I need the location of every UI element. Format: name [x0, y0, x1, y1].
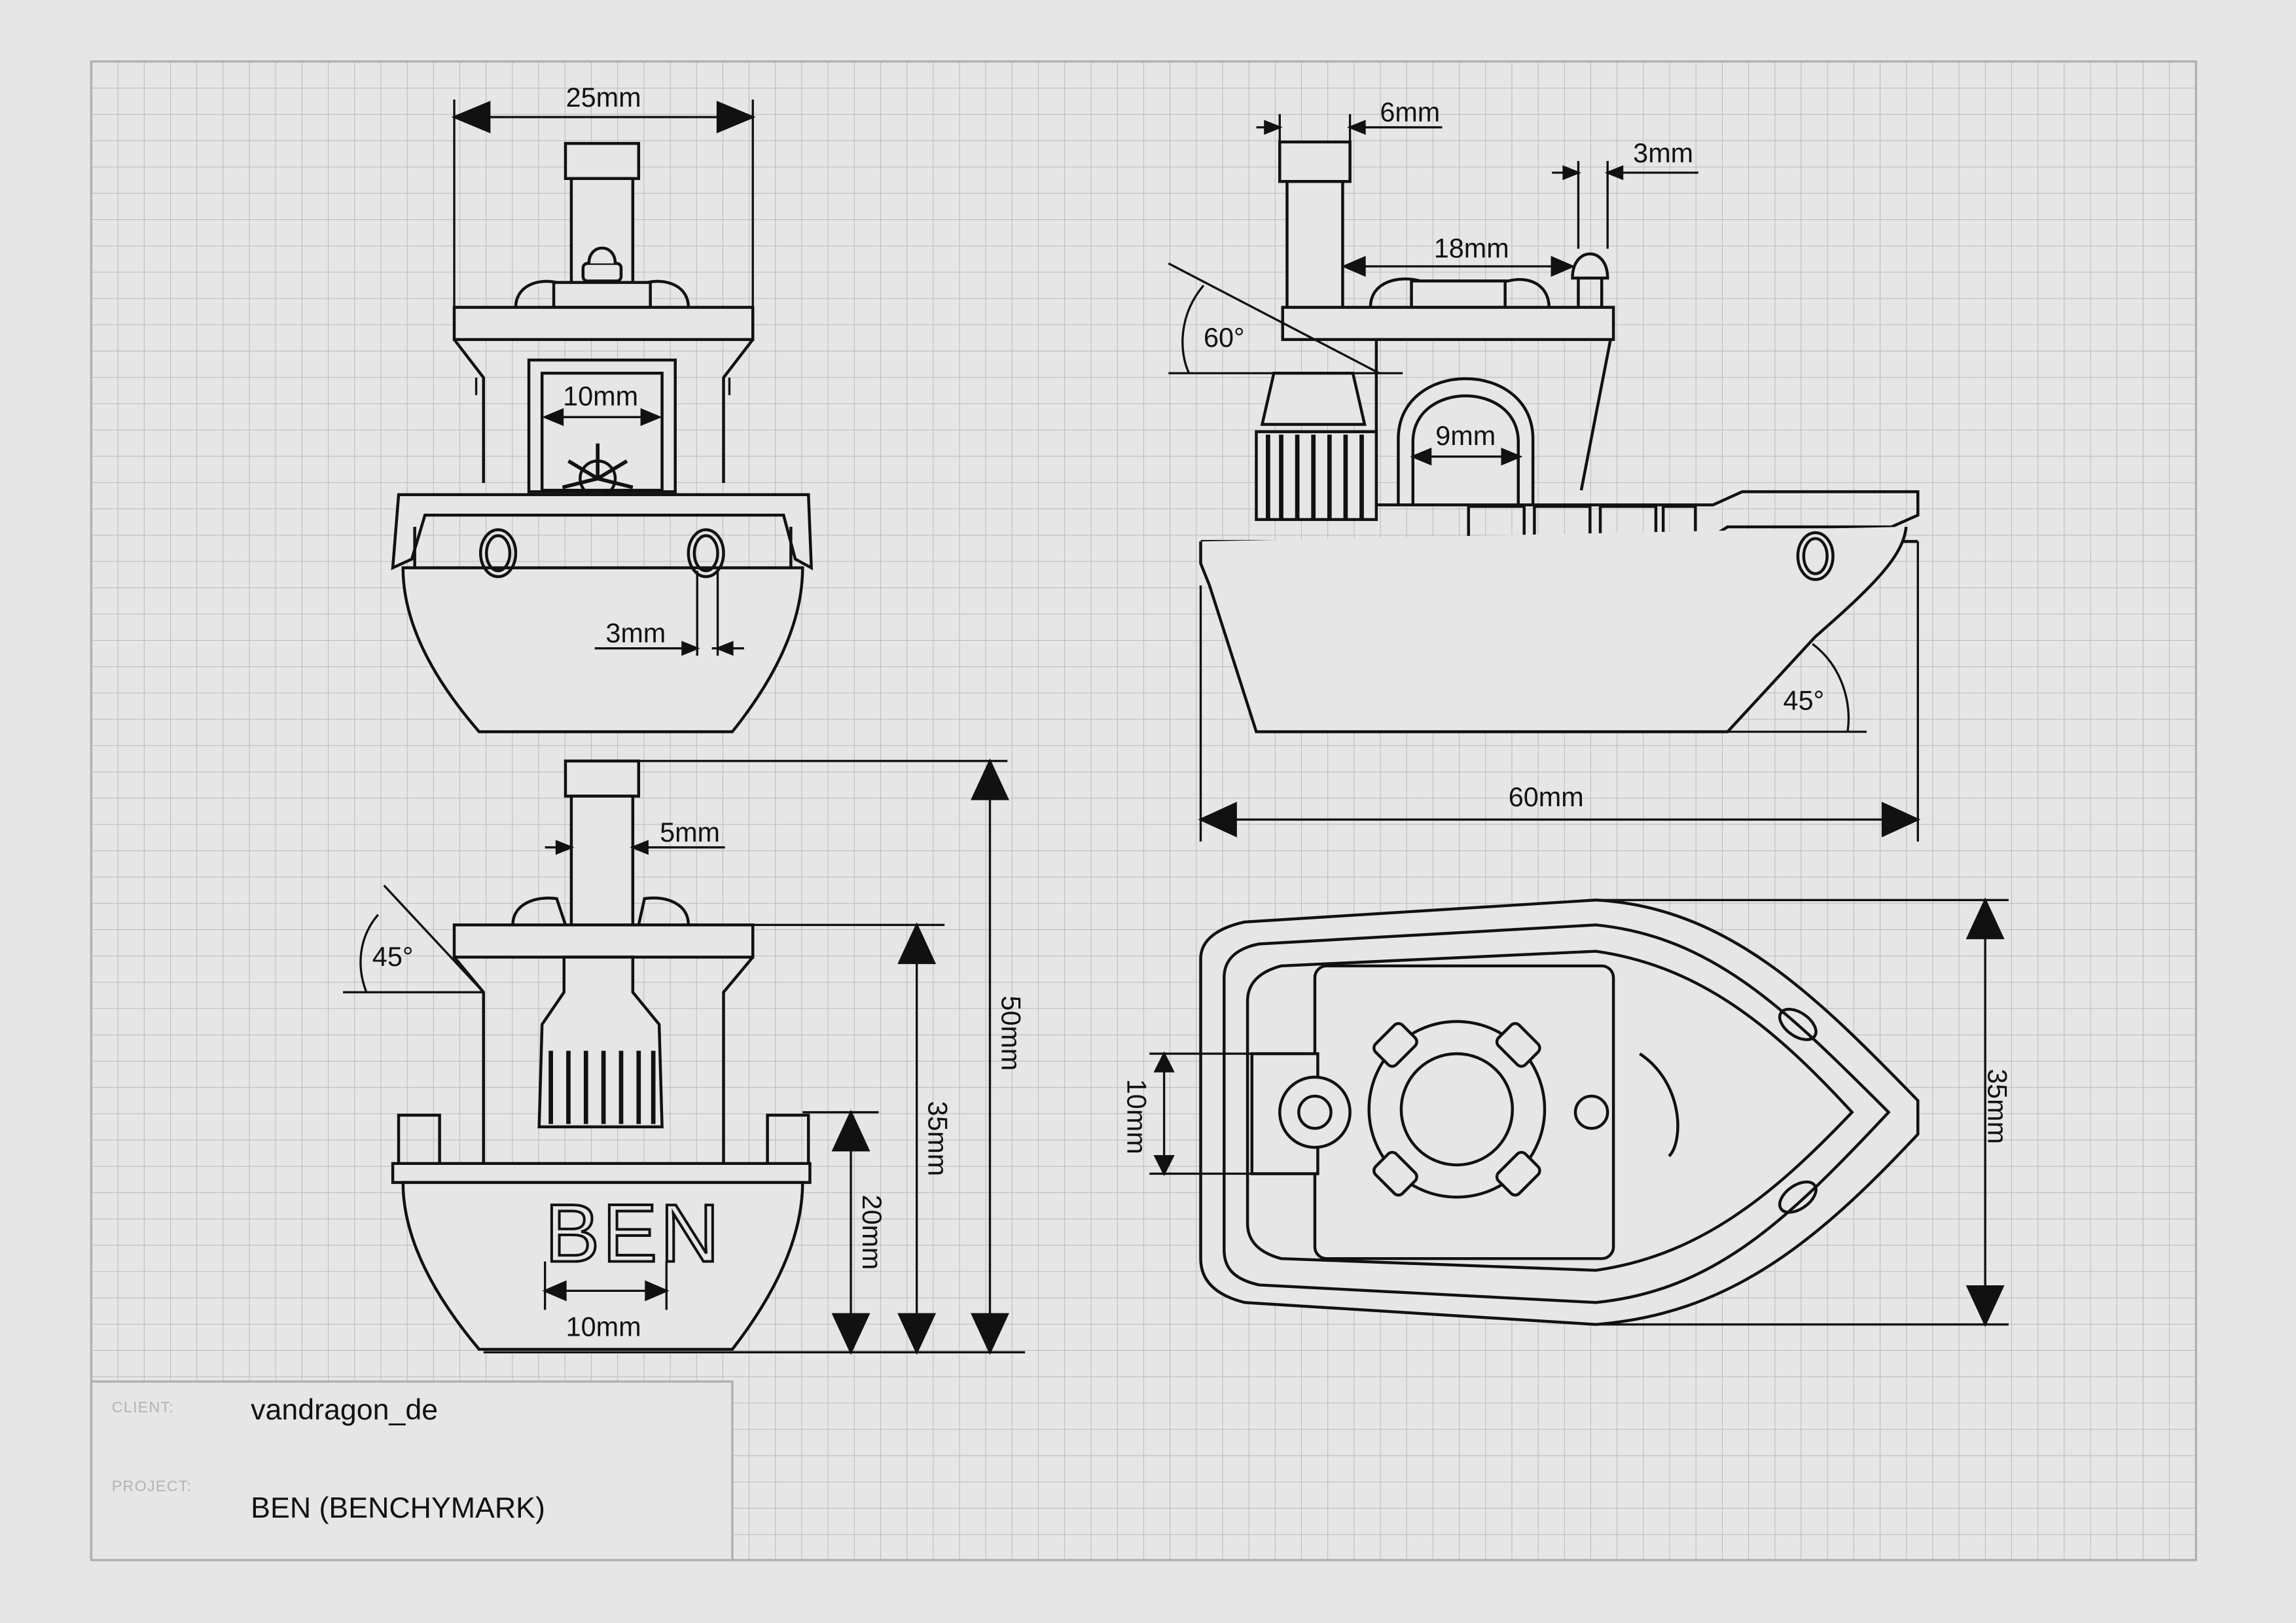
- dim-side-length: 60mm: [1509, 782, 1584, 812]
- dim-front-porthole: 3mm: [605, 618, 666, 649]
- dim-side-angle-cabin: 60°: [1204, 323, 1245, 353]
- dimension-labels: 25mm 10mm 3mm 6mm 3mm 18mm 9mm 60° 45° 6…: [372, 82, 2013, 1342]
- dim-back-letters: 10mm: [566, 1312, 641, 1342]
- project-label: PROJECT:: [112, 1478, 192, 1495]
- top-view: [1199, 899, 1920, 1327]
- drawing-grid: [90, 60, 2197, 1561]
- back-view: BEN: [391, 759, 812, 1351]
- dim-back-hull-height: 20mm: [857, 1194, 887, 1270]
- dim-back-total-height: 50mm: [996, 995, 1026, 1071]
- dim-side-roof: 18mm: [1434, 234, 1509, 264]
- title-block: CLIENT: vandragon_de PROJECT: BEN (BENCH…: [90, 1380, 734, 1561]
- dim-front-width: 25mm: [566, 82, 641, 113]
- dim-side-door: 9mm: [1435, 421, 1496, 451]
- project-value: BEN (BENCHYMARK): [251, 1492, 545, 1524]
- dim-front-window: 10mm: [563, 381, 638, 411]
- client-value: vandragon_de: [251, 1394, 438, 1426]
- dim-back-angle: 45°: [372, 942, 414, 972]
- dim-side-chimney: 6mm: [1380, 98, 1440, 128]
- dim-side-light: 3mm: [1633, 138, 1693, 168]
- side-view: [1199, 140, 1920, 734]
- dim-top-cargo: 10mm: [1122, 1079, 1152, 1154]
- client-label: CLIENT:: [112, 1399, 174, 1416]
- stern-lettering: BEN: [545, 1188, 723, 1279]
- dimension-lines: [343, 99, 2009, 1355]
- dim-side-angle-bow: 45°: [1784, 686, 1825, 716]
- front-view: [391, 141, 814, 734]
- dim-back-deck-height: 35mm: [923, 1101, 953, 1176]
- dim-back-chimney: 5mm: [660, 817, 720, 847]
- dim-top-width: 35mm: [1982, 1069, 2013, 1144]
